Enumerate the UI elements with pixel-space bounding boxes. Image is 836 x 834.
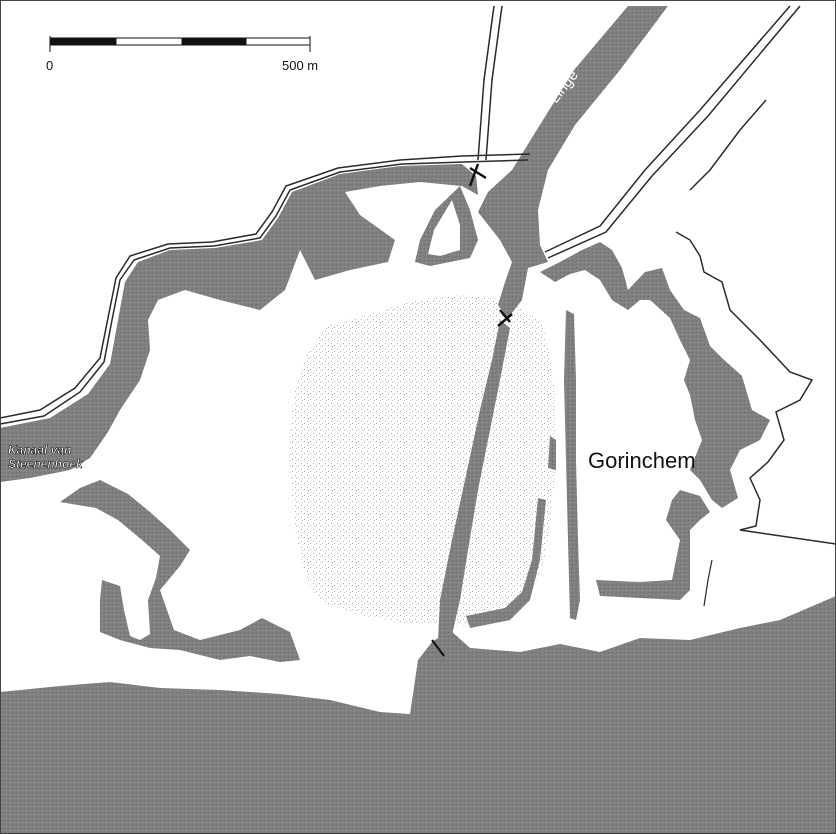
river-bottom xyxy=(0,596,836,834)
east-harbour-slip xyxy=(548,436,556,470)
central-harbour xyxy=(438,320,510,640)
scale-bar-segment xyxy=(49,37,117,46)
east-road xyxy=(689,99,767,191)
east-fortification-moat xyxy=(540,242,770,508)
canal-edge-outline-inner xyxy=(0,159,529,425)
outer-fortification-line xyxy=(675,231,836,545)
central-harbour-east xyxy=(466,498,546,628)
scale-bar-segment xyxy=(115,37,183,46)
road-north-2 xyxy=(485,5,503,161)
road-northeast xyxy=(544,5,791,253)
scale-end-label: 500 m xyxy=(282,58,318,73)
river-linge xyxy=(478,6,668,318)
lock-mark-south xyxy=(431,639,445,657)
lock-mark-central xyxy=(497,309,513,327)
speckled-town-area xyxy=(289,295,557,626)
scale-bar-segment xyxy=(181,37,247,46)
east-harbour-strip xyxy=(564,310,580,620)
scale-bar: 0 500 m xyxy=(46,36,318,73)
label-canal-line2: Steenenhoek xyxy=(8,457,84,471)
scale-bar-segment xyxy=(245,37,311,46)
west-fortification-moat xyxy=(60,480,300,662)
east-moat-south xyxy=(596,490,710,600)
canal-edge-outline xyxy=(0,153,531,419)
lock-mark-north xyxy=(468,163,487,187)
road-northeast-2 xyxy=(547,5,801,259)
canal-steenenhoek xyxy=(0,164,478,482)
label-gorinchem: Gorinchem xyxy=(588,448,696,473)
road-north xyxy=(477,5,495,161)
inner-pond-white xyxy=(428,200,460,256)
east-stream xyxy=(703,559,713,607)
label-canal-line1: Kanaal van xyxy=(8,443,71,457)
scale-start-label: 0 xyxy=(46,58,53,73)
